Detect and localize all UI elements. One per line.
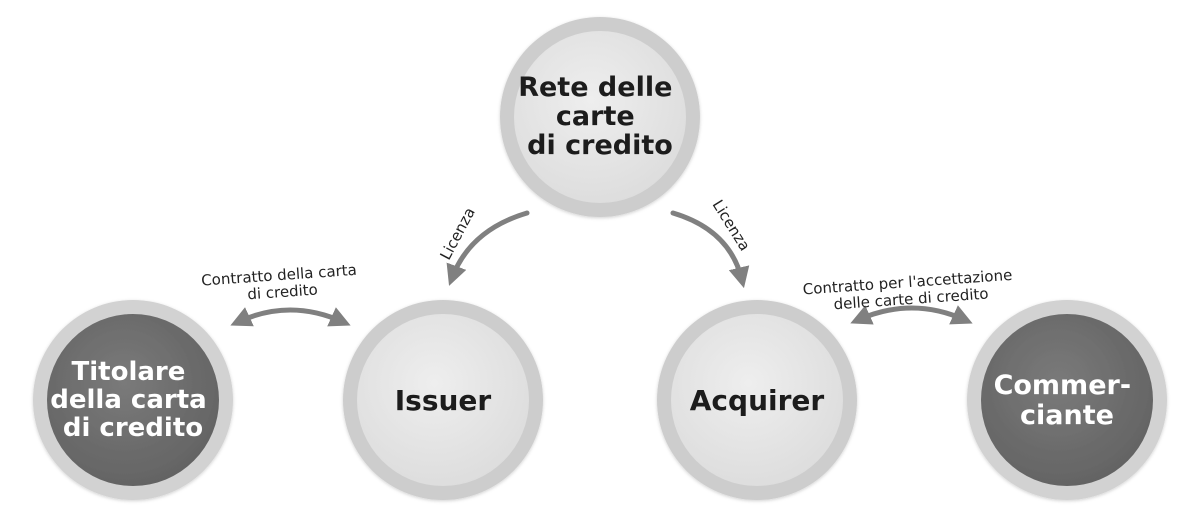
node-cardholder-core <box>47 314 219 486</box>
node-acquirer-label: Acquirer <box>690 384 825 417</box>
node-issuer-core <box>357 314 529 486</box>
node-issuer-label-line: Issuer <box>395 384 492 417</box>
node-cardholder-label: Titolare della carta di credito <box>50 357 215 443</box>
node-cardholder-label-line: di credito <box>63 413 203 443</box>
license-left-label: Licenza <box>436 204 478 262</box>
node-cardholder-label-line: Titolare <box>72 357 186 387</box>
node-network: Rete delle carte di credito <box>500 17 700 217</box>
node-acquirer: Acquirer <box>657 300 857 500</box>
cardholder-issuer-arrow <box>230 307 351 327</box>
node-network-core <box>514 31 686 203</box>
node-issuer-label: Issuer <box>395 384 492 417</box>
node-acquirer-core <box>671 314 843 486</box>
node-cardholder-label-line: della carta <box>50 385 206 415</box>
acquirer-merchant-arrow <box>850 305 973 325</box>
node-merchant: Commer- ciante <box>967 300 1167 500</box>
arrows <box>230 210 973 327</box>
license-right-arrow <box>670 210 750 289</box>
node-merchant-label-line: Commer- <box>994 370 1131 401</box>
node-network-label-line: Rete delle <box>518 72 672 103</box>
node-merchant-label: Commer- ciante <box>994 370 1141 431</box>
license-right-label: Licenza <box>709 197 754 255</box>
node-cardholder: Titolare della carta di credito <box>33 300 233 500</box>
license-left-arrow <box>446 210 530 286</box>
acquirer-merchant-label: Contratto per l'accettazione delle carte… <box>802 266 1019 316</box>
cardholder-issuer-label: Contratto della carta di credito <box>201 260 364 306</box>
node-merchant-label-line: ciante <box>1020 400 1114 431</box>
node-acquirer-label-line: Acquirer <box>690 384 825 417</box>
node-issuer: Issuer <box>343 300 543 500</box>
node-merchant-core <box>981 314 1153 486</box>
node-network-label: Rete delle carte di credito <box>518 72 682 161</box>
cardholder-issuer-label-line: di credito <box>247 281 319 304</box>
node-network-label-line: carte <box>556 101 635 132</box>
node-network-label-line: di credito <box>527 130 673 161</box>
